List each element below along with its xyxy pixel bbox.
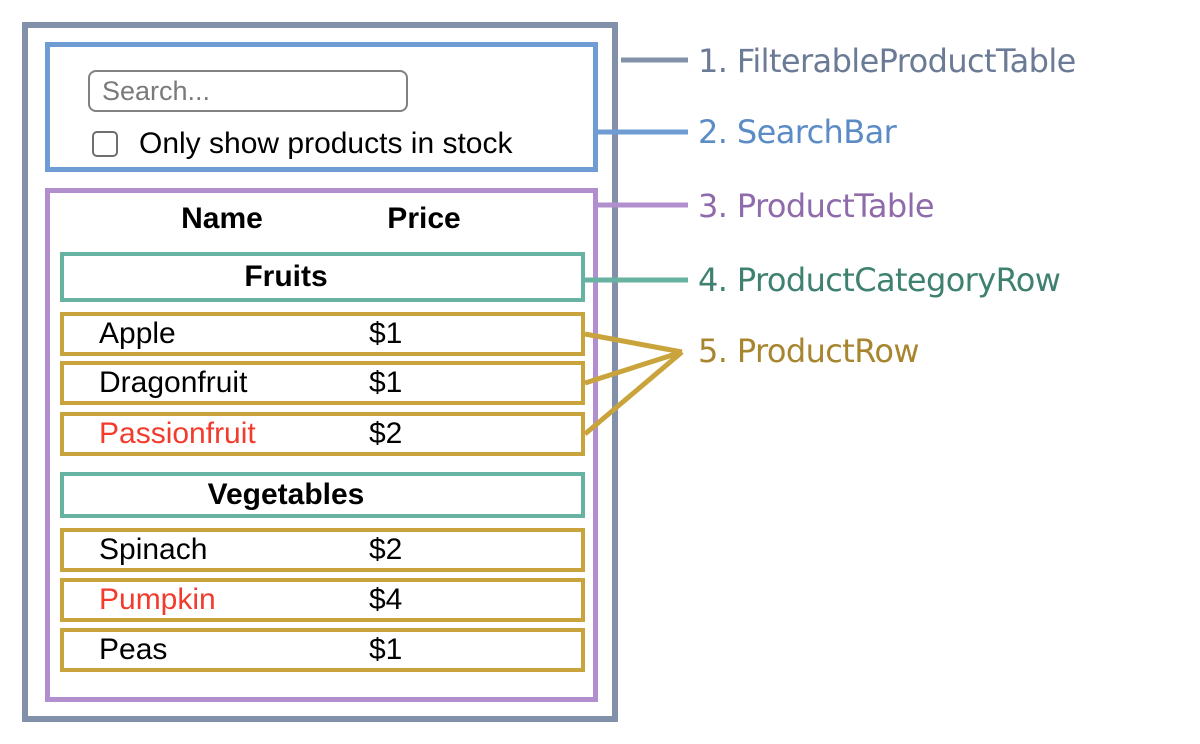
product-name: Peas [99,633,168,666]
product-category-row-vegetables: Vegetables [60,472,585,518]
product-price: $1 [369,633,403,666]
legend-product-row: 5. ProductRow [698,332,920,370]
product-price: $2 [369,533,403,566]
legend-product-table: 3. ProductTable [698,187,935,225]
product-name: Spinach [99,533,208,566]
in-stock-checkbox-label: Only show products in stock [139,127,513,160]
column-header-name: Name [181,202,263,235]
legend-filterable-product-table: 1. FilterableProductTable [698,42,1076,80]
product-price: $1 [369,317,403,350]
category-name: Vegetables [207,478,365,511]
product-row-passionfruit: Passionfruit $2 [60,412,585,456]
product-name: Dragonfruit [99,366,248,399]
column-header-price: Price [387,202,461,235]
legend-product-category-row: 4. ProductCategoryRow [698,261,1061,299]
category-name: Fruits [244,260,328,293]
product-price: $1 [369,366,403,399]
product-name: Passionfruit [99,417,256,450]
product-row-spinach: Spinach $2 [60,528,585,572]
product-name: Apple [99,317,176,350]
legend-search-bar: 2. SearchBar [698,113,897,151]
in-stock-filter: Only show products in stock [92,127,513,161]
product-row-dragonfruit: Dragonfruit $1 [60,361,585,405]
product-price: $4 [369,583,403,616]
product-price: $2 [369,417,403,450]
product-name: Pumpkin [99,583,216,616]
product-row-apple: Apple $1 [60,312,585,356]
product-category-row-fruits: Fruits [60,252,585,302]
in-stock-checkbox[interactable] [92,131,118,157]
search-input[interactable] [88,70,408,112]
product-row-pumpkin: Pumpkin $4 [60,578,585,622]
product-row-peas: Peas $1 [60,628,585,672]
